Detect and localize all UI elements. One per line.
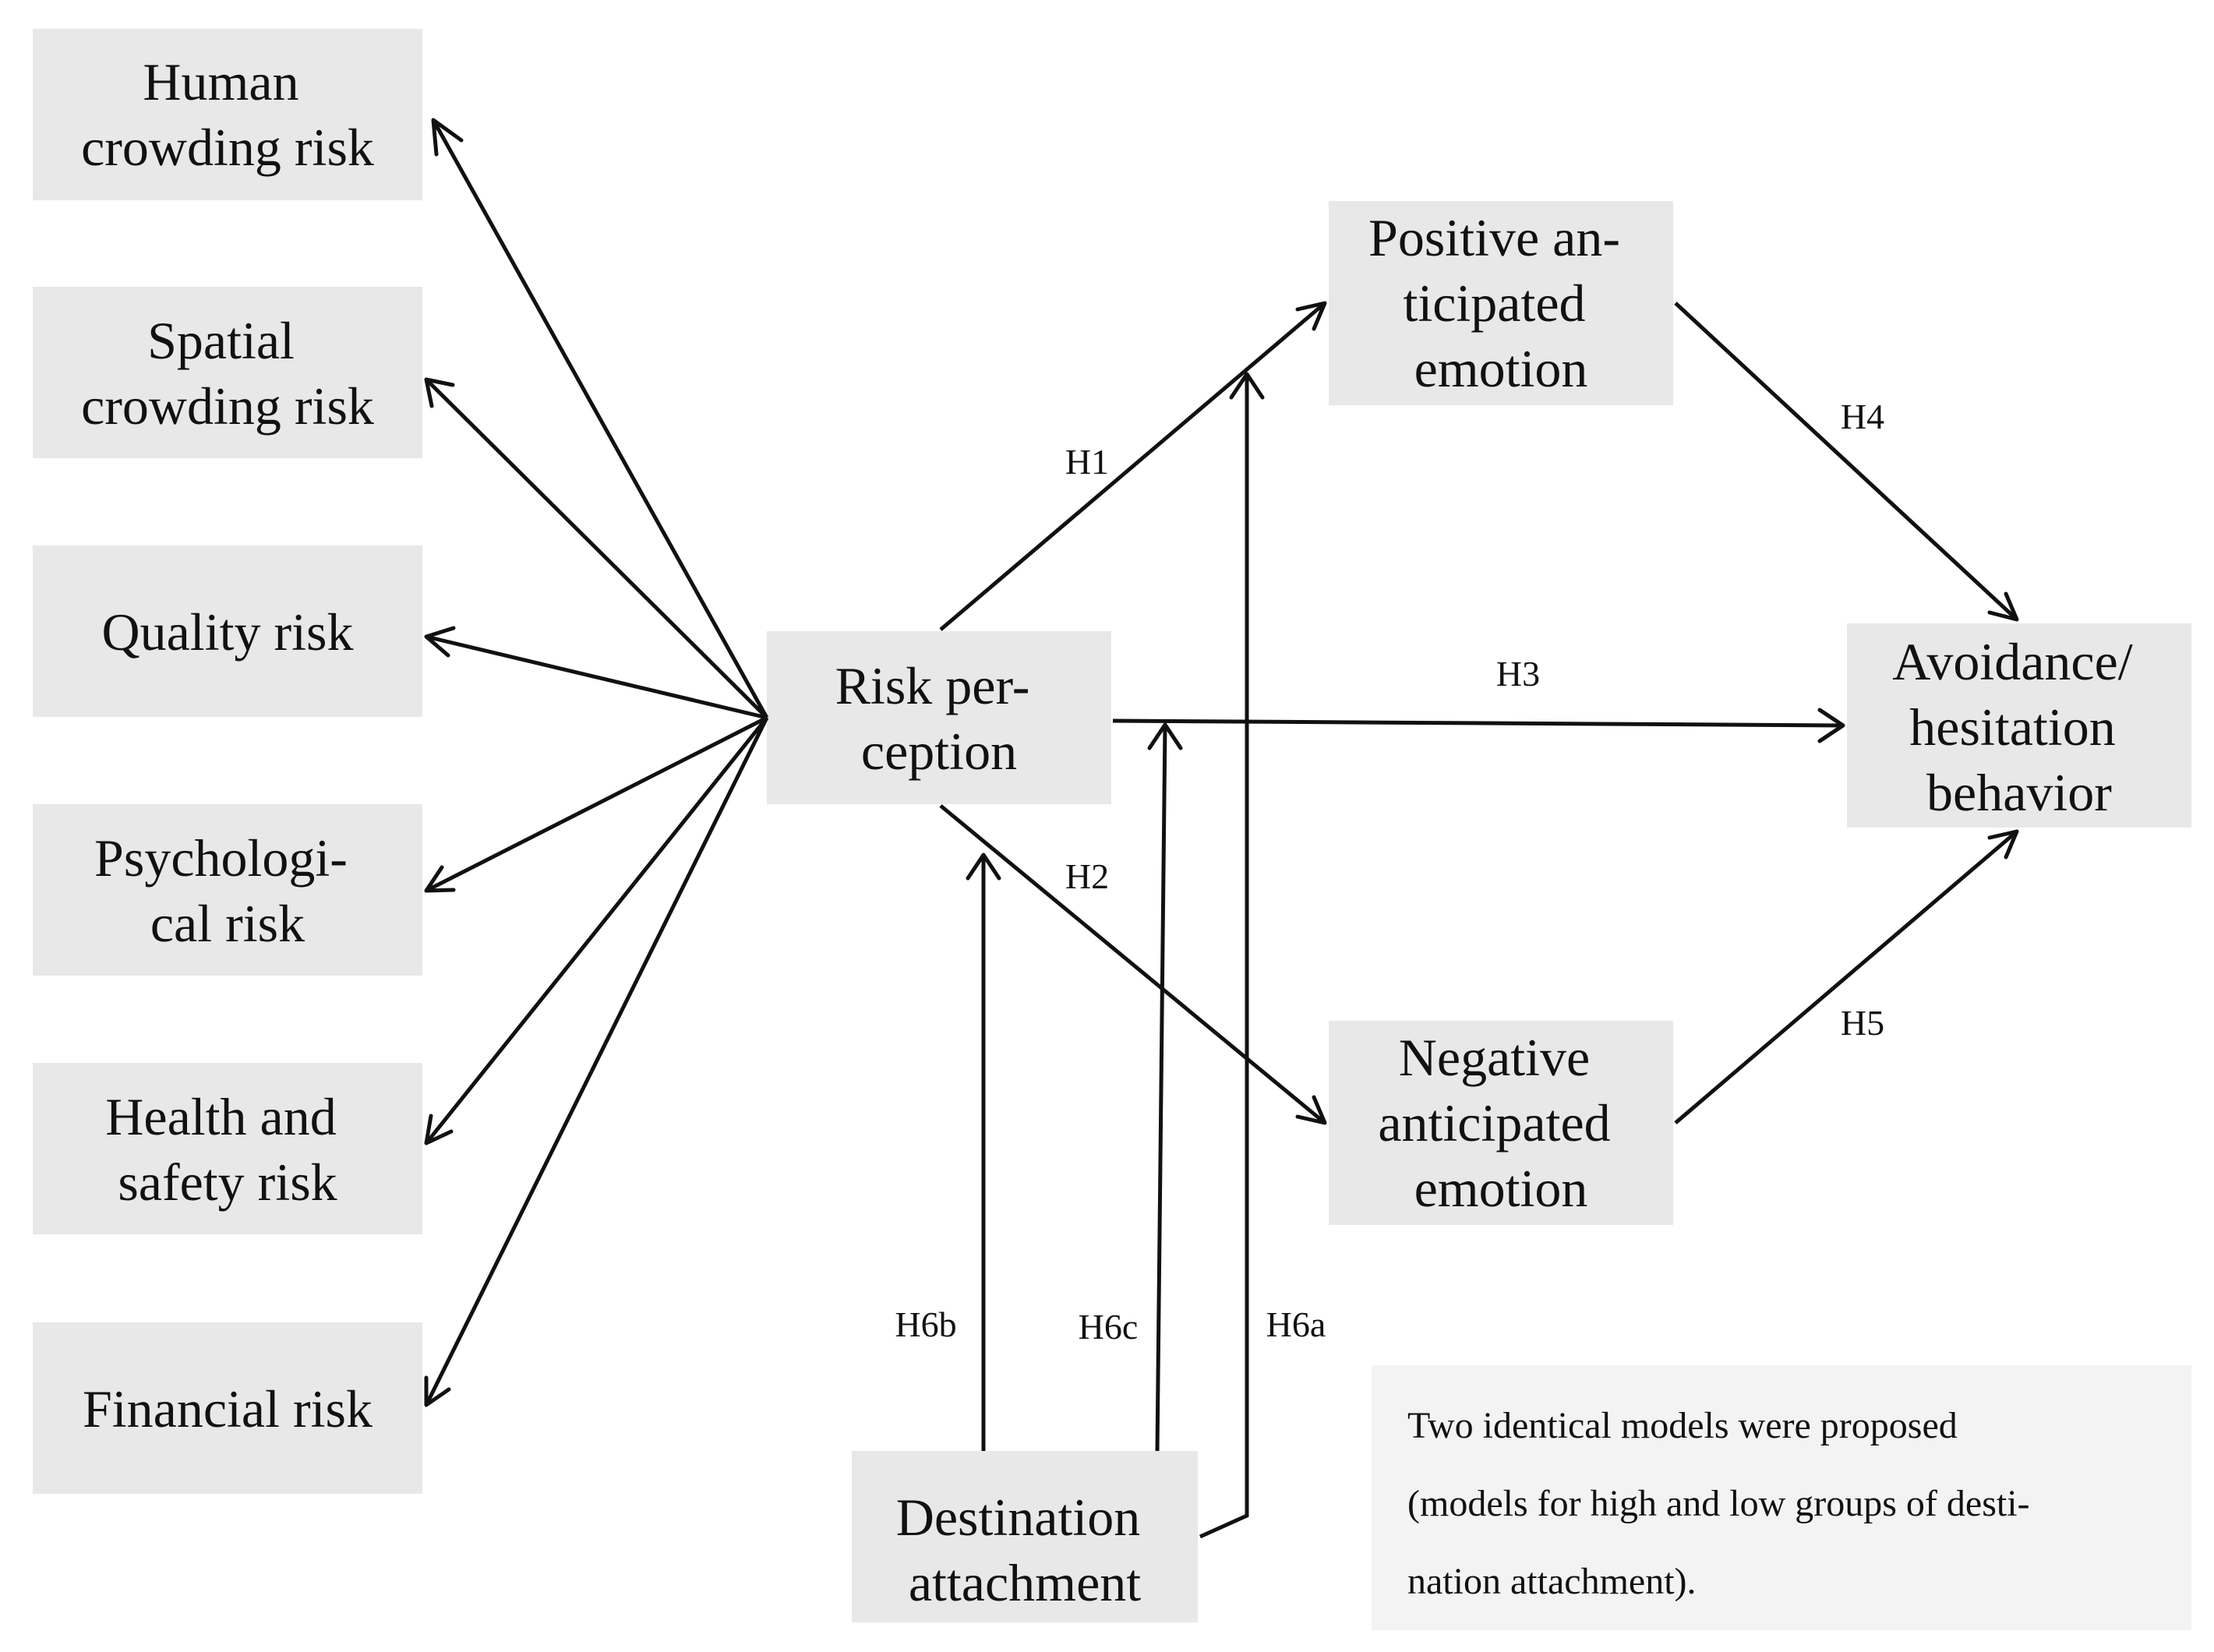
hypothesis-label-h5: H5 [1841,1003,1884,1043]
arrowhead-human-crowding [431,118,464,157]
edge-h5 [1674,830,2018,1124]
destination-attachment-label: Destination attachment [896,1488,1154,1612]
avoidance-hesitation-behavior-box [1847,623,2191,828]
note-text: Two identical models were proposed (mode… [1407,1405,2039,1602]
edge-risk-to-spatial-crowding [425,378,768,719]
arrowhead-h6a [1229,372,1265,400]
psychological-risk-box [33,804,422,976]
negative-anticipated-emotion-box [1329,1021,1673,1225]
arrowhead-h1 [1295,301,1327,331]
hypothesis-label-h6c: H6c [1079,1307,1139,1347]
arrowhead-spatial-crowding [424,377,455,408]
arrowhead-h4 [1987,591,2019,622]
edge-h1 [939,302,1326,631]
quality-risk-box [33,545,422,717]
positive-anticipated-emotion-box [1329,201,1673,405]
edge-h2 [939,804,1326,1124]
hypothesis-label-h2: H2 [1065,856,1109,896]
arrowhead-psychological [424,865,456,893]
edge-risk-to-financial [424,716,769,1407]
risk-perception-label: Risk per- ception [835,656,1043,781]
positive-anticipated-emotion-label: Positive an- ticipated emotion [1368,208,1633,398]
edge-risk-to-human-crowding [431,118,769,719]
arrowhead-h5 [1987,829,2019,860]
spatial-crowding-risk-label: Spatial crowding risk [81,311,374,436]
hypothesis-label-h6a: H6a [1266,1304,1326,1344]
health-safety-risk-box [33,1063,422,1234]
hypothesis-label-h3: H3 [1496,654,1540,694]
hypothesis-label-h6b: H6b [895,1304,956,1344]
edge-risk-to-psychological [425,715,768,893]
arrowhead-h6b [966,852,1001,881]
human-crowding-risk-box [33,29,422,200]
health-safety-risk-label: Health and safety risk [105,1087,349,1212]
hypothesis-label-h1: H1 [1065,442,1109,482]
risk-perception-box [767,631,1111,804]
quality-risk-label: Quality risk [102,602,354,662]
arrowhead-h6c [1147,722,1183,750]
negative-anticipated-emotion-label: Negative anticipated emotion [1378,1028,1623,1218]
edge-h4 [1674,302,2018,621]
edge-h6c [1155,724,1167,1452]
hypothesis-label-h4: H4 [1841,397,1884,436]
edge-h3 [1112,718,1844,728]
spatial-crowding-risk-box [33,287,422,458]
edge-h6a [1199,374,1249,1539]
psychological-risk-label: Psychologi- cal risk [94,828,361,953]
avoidance-hesitation-behavior-label: Avoidance/ hesitation behavior [1892,632,2145,822]
financial-risk-label: Financial risk [83,1379,373,1438]
edge-risk-to-health-safety [425,716,768,1145]
note-box [1372,1365,2191,1630]
arrowhead-h2 [1295,1095,1327,1125]
arrowhead-h3 [1817,708,1845,743]
destination-attachment-box [852,1451,1198,1622]
financial-risk-box [33,1322,422,1494]
arrowhead-quality [424,626,456,658]
human-crowding-risk-label: Human crowding risk [81,52,374,177]
arrowhead-health-safety [424,1114,454,1145]
edge-risk-to-quality [425,634,768,720]
arrowhead-financial [424,1375,451,1407]
